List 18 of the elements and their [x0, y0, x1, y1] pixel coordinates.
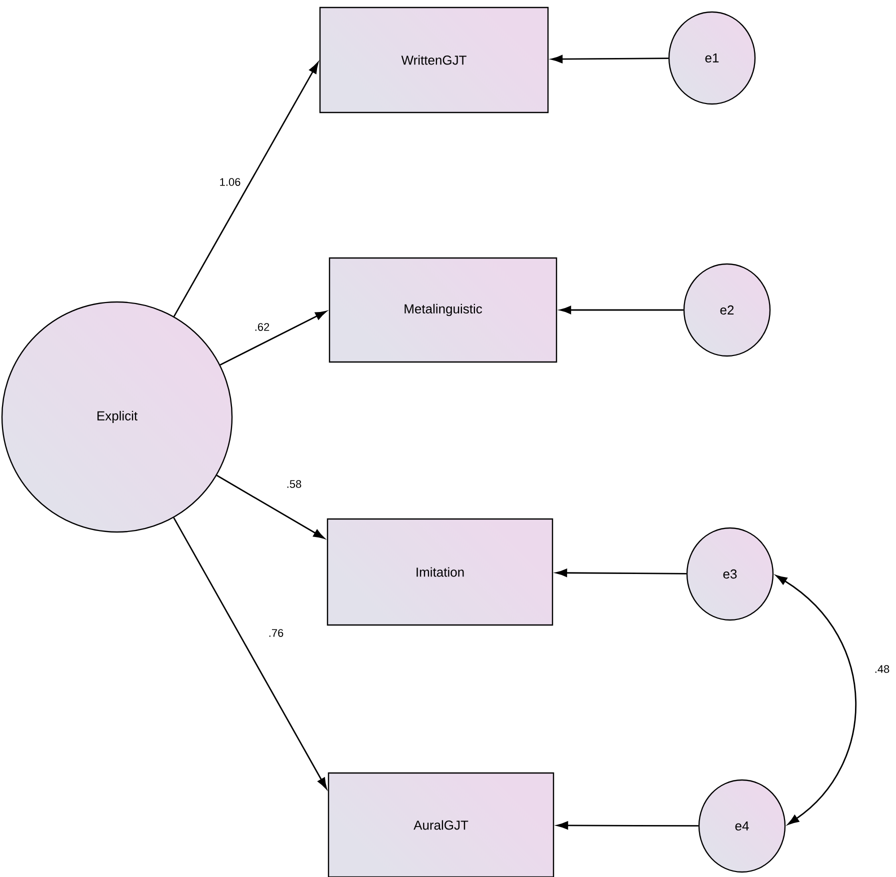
arrow [173, 62, 318, 317]
arrow [173, 517, 327, 790]
observed-variable-box: Metalinguistic [328, 257, 558, 363]
arrow [551, 55, 668, 64]
observed-variable-box: Imitation [326, 518, 554, 626]
edge-label: .62 [253, 322, 271, 332]
arrow [556, 568, 686, 577]
edge-label: .76 [267, 628, 285, 638]
arrow [776, 575, 856, 825]
edge-label: .48 [873, 664, 891, 674]
edge-label: 1.06 [218, 177, 242, 187]
arrow [560, 306, 684, 314]
observed-variable-box: WrittenGJT [319, 6, 549, 114]
arrow [556, 821, 698, 830]
observed-variable-box: AuralGJT [328, 772, 554, 877]
arrow [216, 474, 325, 539]
arrow [220, 310, 327, 366]
edge-label: .58 [285, 479, 303, 489]
